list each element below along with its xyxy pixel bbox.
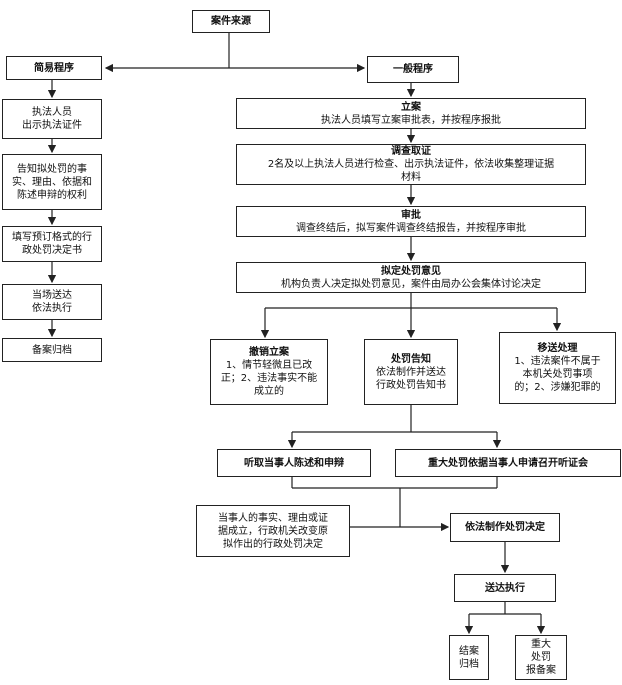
case-source-title: 案件来源 <box>211 16 251 27</box>
penalty-decision-text: 依法制作处罚决定 <box>465 522 545 533</box>
opinion-box: 拟定处罚意见 机构负责人决定拟处罚意见，案件由局办公会集体讨论决定 <box>236 262 586 293</box>
change-decision-text: 当事人的事实、理由或证 据成立，行政机关改变原 拟作出的行政处罚决定 <box>218 512 328 550</box>
simple-step-2-text: 告知拟处罚的事 实、理由、依据和 陈述申辩的权利 <box>12 163 92 201</box>
investigation-box: 调查取证 2名及以上执法人员进行检查、出示执法证件，依法收集整理证据 材料 <box>236 144 586 185</box>
simple-step-2: 告知拟处罚的事 实、理由、依据和 陈述申辩的权利 <box>2 154 102 210</box>
penalty-decision-box: 依法制作处罚决定 <box>450 513 560 542</box>
approval-box: 审批 调查终结后，拟写案件调查终结报告，并按程序审批 <box>236 206 586 237</box>
simple-step-3: 填写预订格式的行 政处罚决定书 <box>2 226 102 262</box>
deliver-execute-box: 送达执行 <box>454 574 556 602</box>
simple-step-3-text: 填写预订格式的行 政处罚决定书 <box>12 232 92 256</box>
revoke-case-body: 1、情节轻微且已改 正；2、违法事实不能 成立的 <box>220 360 318 397</box>
close-archive-text: 结案 归档 <box>459 645 479 670</box>
approval-body: 调查终结后，拟写案件调查终结报告，并按程序审批 <box>296 222 526 234</box>
simple-step-4: 当场送达 依法执行 <box>2 284 102 320</box>
close-archive-box: 结案 归档 <box>449 635 489 680</box>
opinion-title: 拟定处罚意见 <box>381 265 441 277</box>
revoke-case-title: 撤销立案 <box>249 347 289 358</box>
general-procedure-title: 一般程序 <box>393 64 433 75</box>
case-source-box: 案件来源 <box>192 10 270 33</box>
major-penalty-filing-text: 重大 处罚 报备案 <box>526 639 556 676</box>
transfer-body: 1、违法案件不属于 本机关处罚事项 的；2、涉嫌犯罪的 <box>514 356 601 393</box>
filing-box: 立案 执法人员填写立案审批表，并按程序报批 <box>236 98 586 129</box>
opinion-body: 机构负责人决定拟处罚意见，案件由局办公会集体讨论决定 <box>281 278 541 290</box>
penalty-notice-body: 依法制作并送达 行政处罚告知书 <box>376 366 446 391</box>
investigation-body: 2名及以上执法人员进行检查、出示执法证件，依法收集整理证据 材料 <box>267 159 555 183</box>
revoke-case-box: 撤销立案 1、情节轻微且已改 正；2、违法事实不能 成立的 <box>210 339 328 405</box>
statement-defense-text: 听取当事人陈述和申辩 <box>244 457 344 469</box>
penalty-notice-title: 处罚告知 <box>391 353 431 365</box>
simple-procedure-title: 简易程序 <box>34 62 74 74</box>
change-decision-box: 当事人的事实、理由或证 据成立，行政机关改变原 拟作出的行政处罚决定 <box>196 505 350 557</box>
major-penalty-filing-box: 重大 处罚 报备案 <box>515 635 567 680</box>
penalty-notice-box: 处罚告知 依法制作并送达 行政处罚告知书 <box>364 339 458 405</box>
simple-step-1: 执法人员 出示执法证件 <box>2 99 102 139</box>
simple-step-5: 备案归档 <box>2 338 102 362</box>
statement-defense-box: 听取当事人陈述和申辩 <box>217 449 371 477</box>
simple-procedure-box: 简易程序 <box>6 56 102 80</box>
simple-step-4-text: 当场送达 依法执行 <box>32 290 72 314</box>
transfer-box: 移送处理 1、违法案件不属于 本机关处罚事项 的；2、涉嫌犯罪的 <box>499 332 616 404</box>
approval-title: 审批 <box>401 209 421 221</box>
transfer-title: 移送处理 <box>537 343 578 354</box>
filing-title: 立案 <box>401 101 421 113</box>
deliver-execute-text: 送达执行 <box>485 582 525 594</box>
hearing-box: 重大处罚依据当事人申请召开听证会 <box>395 449 621 477</box>
general-procedure-box: 一般程序 <box>367 56 459 83</box>
investigation-title: 调查取证 <box>391 146 431 157</box>
simple-step-1-text: 执法人员 出示执法证件 <box>22 107 82 131</box>
simple-step-5-text: 备案归档 <box>32 344 72 356</box>
hearing-text: 重大处罚依据当事人申请召开听证会 <box>428 457 588 469</box>
filing-body: 执法人员填写立案审批表，并按程序报批 <box>321 114 501 126</box>
